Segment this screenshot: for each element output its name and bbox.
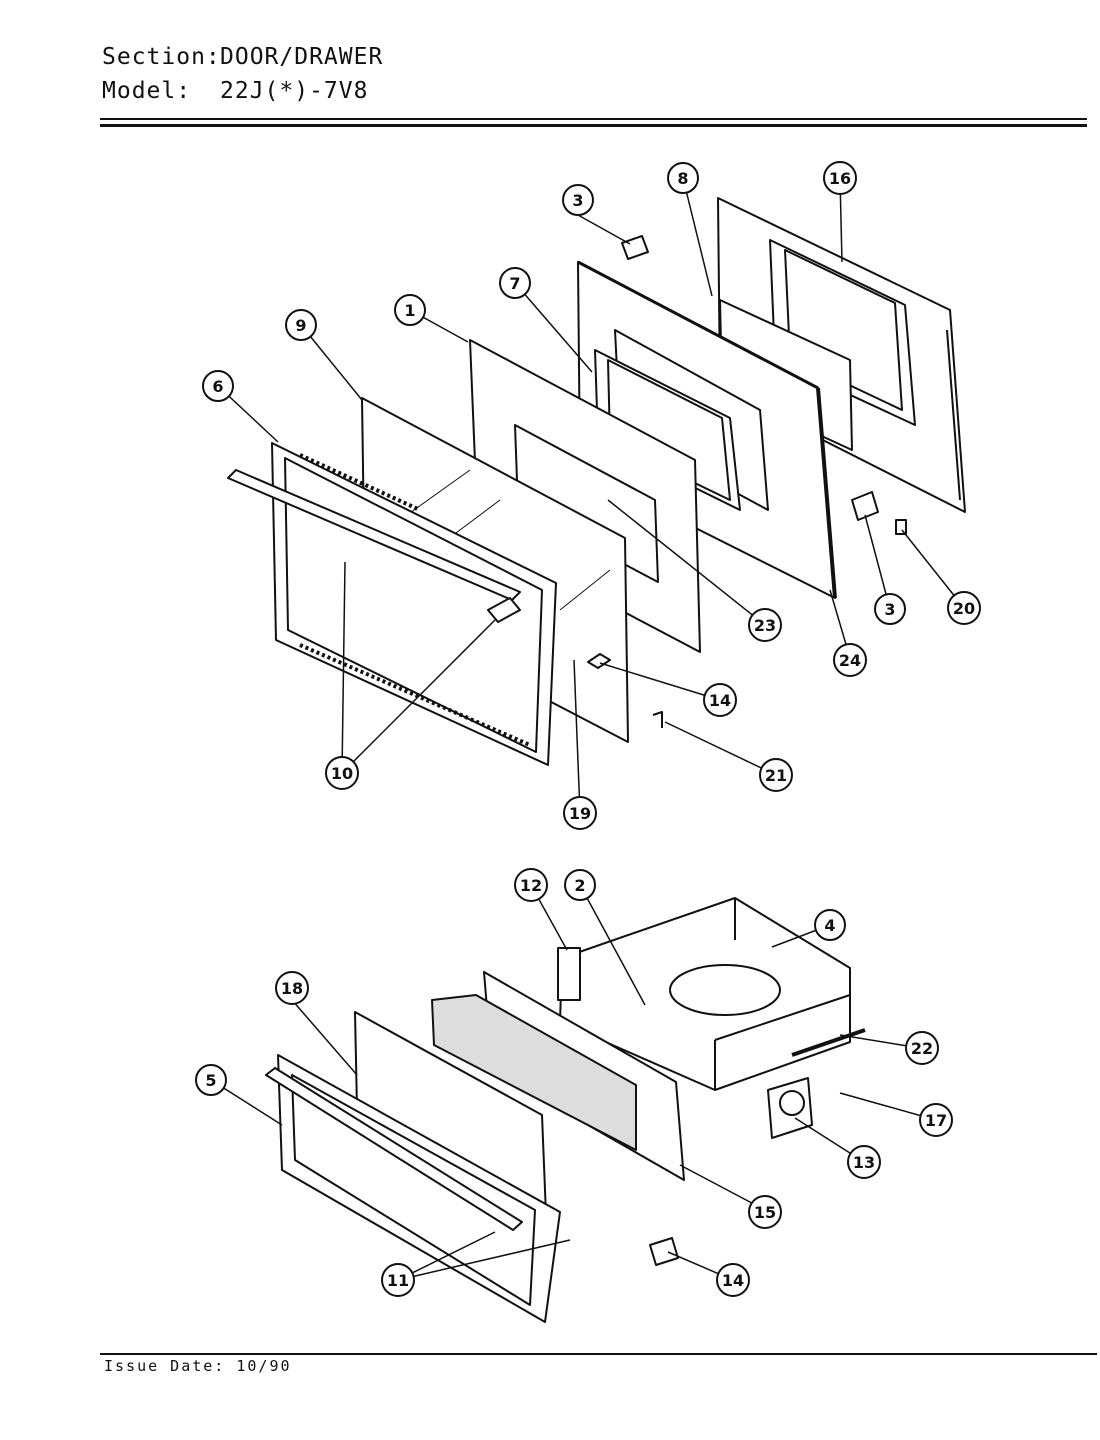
callout-8: 8 bbox=[667, 162, 699, 194]
svg-text:20: 20 bbox=[953, 599, 975, 618]
svg-text:14: 14 bbox=[722, 1271, 744, 1290]
callout-13: 13 bbox=[847, 1145, 881, 1179]
svg-text:8: 8 bbox=[677, 169, 688, 188]
svg-text:16: 16 bbox=[829, 169, 851, 188]
callout-11: 11 bbox=[381, 1263, 415, 1297]
callout-22: 22 bbox=[905, 1031, 939, 1065]
model-label: Model: bbox=[102, 78, 192, 104]
callout-5: 5 bbox=[195, 1064, 227, 1096]
callout-4: 4 bbox=[814, 909, 846, 941]
callout-17: 17 bbox=[919, 1103, 953, 1137]
svg-text:2: 2 bbox=[574, 876, 585, 895]
callout-14-door: 14 bbox=[703, 683, 737, 717]
part-drawer-label bbox=[649, 1237, 679, 1266]
svg-text:18: 18 bbox=[281, 979, 303, 998]
callout-19: 19 bbox=[563, 796, 597, 830]
svg-text:13: 13 bbox=[853, 1153, 875, 1172]
callout-2: 2 bbox=[564, 869, 596, 901]
part-hinge-receptacle-top bbox=[621, 235, 649, 260]
svg-text:12: 12 bbox=[520, 876, 542, 895]
header-rule-thin bbox=[100, 118, 1087, 120]
part-door-clip bbox=[652, 711, 663, 728]
part-door-label bbox=[587, 653, 611, 669]
svg-text:22: 22 bbox=[911, 1039, 933, 1058]
callout-23: 23 bbox=[748, 608, 782, 642]
callout-7: 7 bbox=[499, 267, 531, 299]
header-rule-thick bbox=[100, 124, 1087, 127]
callout-6: 6 bbox=[202, 370, 234, 402]
issue-date: Issue Date: 10/90 bbox=[104, 1357, 292, 1375]
svg-text:4: 4 bbox=[824, 916, 835, 935]
callout-12: 12 bbox=[514, 868, 548, 902]
part-drawer-insulation bbox=[431, 994, 637, 1151]
callout-1: 1 bbox=[394, 294, 426, 326]
svg-text:10: 10 bbox=[331, 764, 353, 783]
svg-text:19: 19 bbox=[569, 804, 591, 823]
svg-text:15: 15 bbox=[754, 1203, 776, 1222]
callout-24: 24 bbox=[833, 643, 867, 677]
part-hinge-receptacle-bottom bbox=[851, 491, 879, 521]
callout-14-drawer: 14 bbox=[716, 1263, 750, 1297]
callout-9: 9 bbox=[285, 309, 317, 341]
callout-20: 20 bbox=[947, 591, 981, 625]
callout-10: 10 bbox=[325, 756, 359, 790]
part-door-handle bbox=[227, 469, 521, 623]
callout-3-top: 3 bbox=[562, 184, 594, 216]
svg-text:5: 5 bbox=[205, 1071, 216, 1090]
part-drawer-rod bbox=[791, 1028, 866, 1057]
svg-text:11: 11 bbox=[387, 1271, 409, 1290]
part-wheel-bracket bbox=[767, 1077, 813, 1139]
section-label: Section: bbox=[102, 44, 221, 70]
svg-text:3: 3 bbox=[884, 600, 895, 619]
callout-18: 18 bbox=[275, 971, 309, 1005]
footer-rule bbox=[100, 1353, 1097, 1355]
svg-text:21: 21 bbox=[765, 766, 787, 785]
callout-16: 16 bbox=[823, 161, 857, 195]
callout-15: 15 bbox=[748, 1195, 782, 1229]
section-heading: Section:DOOR/DRAWER bbox=[102, 44, 383, 70]
part-door-stop bbox=[895, 519, 907, 535]
svg-text:9: 9 bbox=[295, 316, 306, 335]
svg-text:7: 7 bbox=[509, 274, 520, 293]
model-value: 22J(*)-7V8 bbox=[220, 78, 369, 104]
model-heading: Model: 22J(*)-7V8 bbox=[102, 78, 368, 104]
svg-text:17: 17 bbox=[925, 1111, 947, 1130]
section-value: DOOR/DRAWER bbox=[220, 44, 384, 70]
callout-3-bottom: 3 bbox=[874, 593, 906, 625]
svg-text:1: 1 bbox=[404, 301, 415, 320]
part-drawer-handle bbox=[265, 1067, 523, 1231]
part-drawer-slide-bracket bbox=[557, 947, 581, 1001]
svg-text:24: 24 bbox=[839, 651, 861, 670]
callout-21: 21 bbox=[759, 758, 793, 792]
svg-text:3: 3 bbox=[572, 191, 583, 210]
svg-text:6: 6 bbox=[212, 377, 223, 396]
svg-text:14: 14 bbox=[709, 691, 731, 710]
svg-text:23: 23 bbox=[754, 616, 776, 635]
